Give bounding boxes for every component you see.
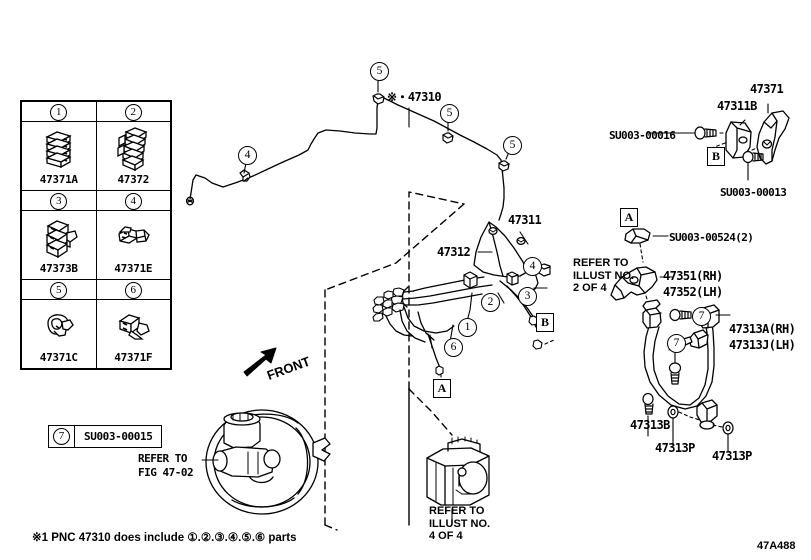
- callout-center-4: 4: [523, 257, 542, 276]
- legend-cell-part-6: 47371F: [95, 299, 172, 370]
- legend-cell-part-4: 47371E: [95, 210, 172, 280]
- clip-stack-tall-icon: [97, 126, 171, 172]
- table-row: 5 6: [20, 279, 172, 300]
- ref-illust-4of4-line3: 4 OF 4: [429, 530, 463, 542]
- label-su003-00013: SU003-00013: [720, 186, 787, 199]
- ref-fig-4702-line2: FIG 47-02: [138, 466, 194, 479]
- legend-cell-part-1: 47371A: [20, 121, 97, 191]
- clip-round-icon: [22, 304, 96, 350]
- label-47313a-rh: 47313A(RH): [729, 322, 796, 336]
- table-row: 1 2: [20, 100, 172, 122]
- legend-cell-part-5: 47371C: [20, 299, 97, 370]
- ref-illust-4of4: REFER TO ILLUST NO. 4 OF 4: [429, 505, 490, 543]
- label-47311b: 47311B: [717, 99, 757, 113]
- ref-illust-2of4-line3: 2 OF 4: [573, 282, 607, 294]
- legend-cell-index-4: 4: [95, 190, 172, 211]
- marker-b-center: B: [536, 313, 554, 332]
- label-47351-rh: 47351(RH): [663, 269, 723, 283]
- callout-tube-4: 4: [238, 146, 257, 165]
- legend-part-no-6: 47371F: [114, 351, 153, 364]
- legend-part-no-1: 47371A: [39, 173, 78, 186]
- item7-index-cell: 7: [49, 426, 75, 447]
- marker-a-center: A: [433, 379, 451, 398]
- callout-center-2: 2: [481, 293, 500, 312]
- label-47352-lh: 47352(LH): [663, 285, 723, 299]
- legend-cell-index-1: 1: [20, 100, 97, 122]
- clip-stack-icon: [22, 126, 96, 172]
- clip-small-icon: [97, 215, 171, 261]
- clip-wedge-icon: [97, 304, 171, 350]
- ref-illust-2of4-line1: REFER TO: [573, 257, 629, 269]
- footnote: ※1 PNC 47310 does include ①.②.③.④.⑤.⑥ pa…: [32, 532, 297, 544]
- label-47313p-left: 47313P: [655, 441, 695, 455]
- callout-center-6: 6: [444, 338, 463, 357]
- legend-cell-part-2: 47372: [95, 121, 172, 191]
- label-su003-00524: SU003-00524(2): [669, 231, 754, 244]
- clip-block-icon: [22, 215, 96, 261]
- legend-part-no-3: 47373B: [39, 262, 78, 275]
- table-row: 47371C: [20, 299, 172, 370]
- ref-fig-4702-line1: REFER TO: [138, 452, 187, 465]
- callout-center-3: 3: [518, 287, 537, 306]
- legend-index-6: 6: [124, 282, 142, 299]
- legend-part-no-2: 47372: [117, 173, 150, 186]
- label-47311: 47311: [508, 213, 542, 227]
- table-row: 3 4: [20, 190, 172, 211]
- legend-index-5: 5: [50, 282, 68, 299]
- legend-cell-part-3: 47373B: [20, 210, 97, 280]
- ref-illust-4of4-line2: ILLUST NO.: [429, 517, 491, 530]
- legend-cell-index-6: 6: [95, 279, 172, 300]
- label-47312: 47312: [437, 245, 471, 259]
- callout-tube-5-c: 5: [503, 136, 522, 155]
- marker-a-right: A: [620, 208, 638, 227]
- callout-center-1: 1: [458, 318, 477, 337]
- ref-illust-4of4-line1: REFER TO: [429, 505, 485, 517]
- ref-illust-2of4-line2: ILLUST NO.: [573, 269, 635, 282]
- figure-corner-code: 47A488: [757, 540, 796, 552]
- legend-index-4: 4: [124, 193, 142, 210]
- callout-hose-7-a: 7: [692, 307, 711, 326]
- legend-cell-index-5: 5: [20, 279, 97, 300]
- label-su003-00016: SU003-00016: [609, 129, 676, 142]
- label-47313j-lh: 47313J(LH): [729, 338, 796, 352]
- parts-legend-table: 1 2: [20, 100, 172, 370]
- ref-fig-4702: REFER TO FIG 47-02: [138, 452, 194, 480]
- callout-tube-5-a: 5: [370, 62, 389, 81]
- table-row: 47373B: [20, 210, 172, 280]
- ref-illust-2of4: REFER TO ILLUST NO. 2 OF 4: [573, 257, 634, 295]
- callout-tube-5-b: 5: [440, 104, 459, 123]
- callout-hose-7-b: 7: [667, 334, 686, 353]
- marker-b-right: B: [707, 147, 725, 166]
- label-47313b: 47313B: [630, 418, 670, 432]
- legend-cell-index-3: 3: [20, 190, 97, 211]
- label-47313p-right: 47313P: [712, 449, 752, 463]
- item7-index: 7: [53, 428, 70, 445]
- table-row: 47371A: [20, 121, 172, 191]
- item7-part-no: SU003-00015: [84, 430, 153, 443]
- item7-legend-box: 7 SU003-00015: [48, 425, 163, 448]
- legend-part-no-5: 47371C: [39, 351, 78, 364]
- label-47371: 47371: [750, 82, 784, 96]
- legend-index-2: 2: [124, 104, 142, 121]
- legend-index-3: 3: [50, 193, 68, 210]
- legend-part-no-4: 47371E: [114, 262, 153, 275]
- legend-index-1: 1: [50, 104, 68, 121]
- label-47310: ※・47310: [387, 90, 442, 104]
- legend-cell-index-2: 2: [95, 100, 172, 122]
